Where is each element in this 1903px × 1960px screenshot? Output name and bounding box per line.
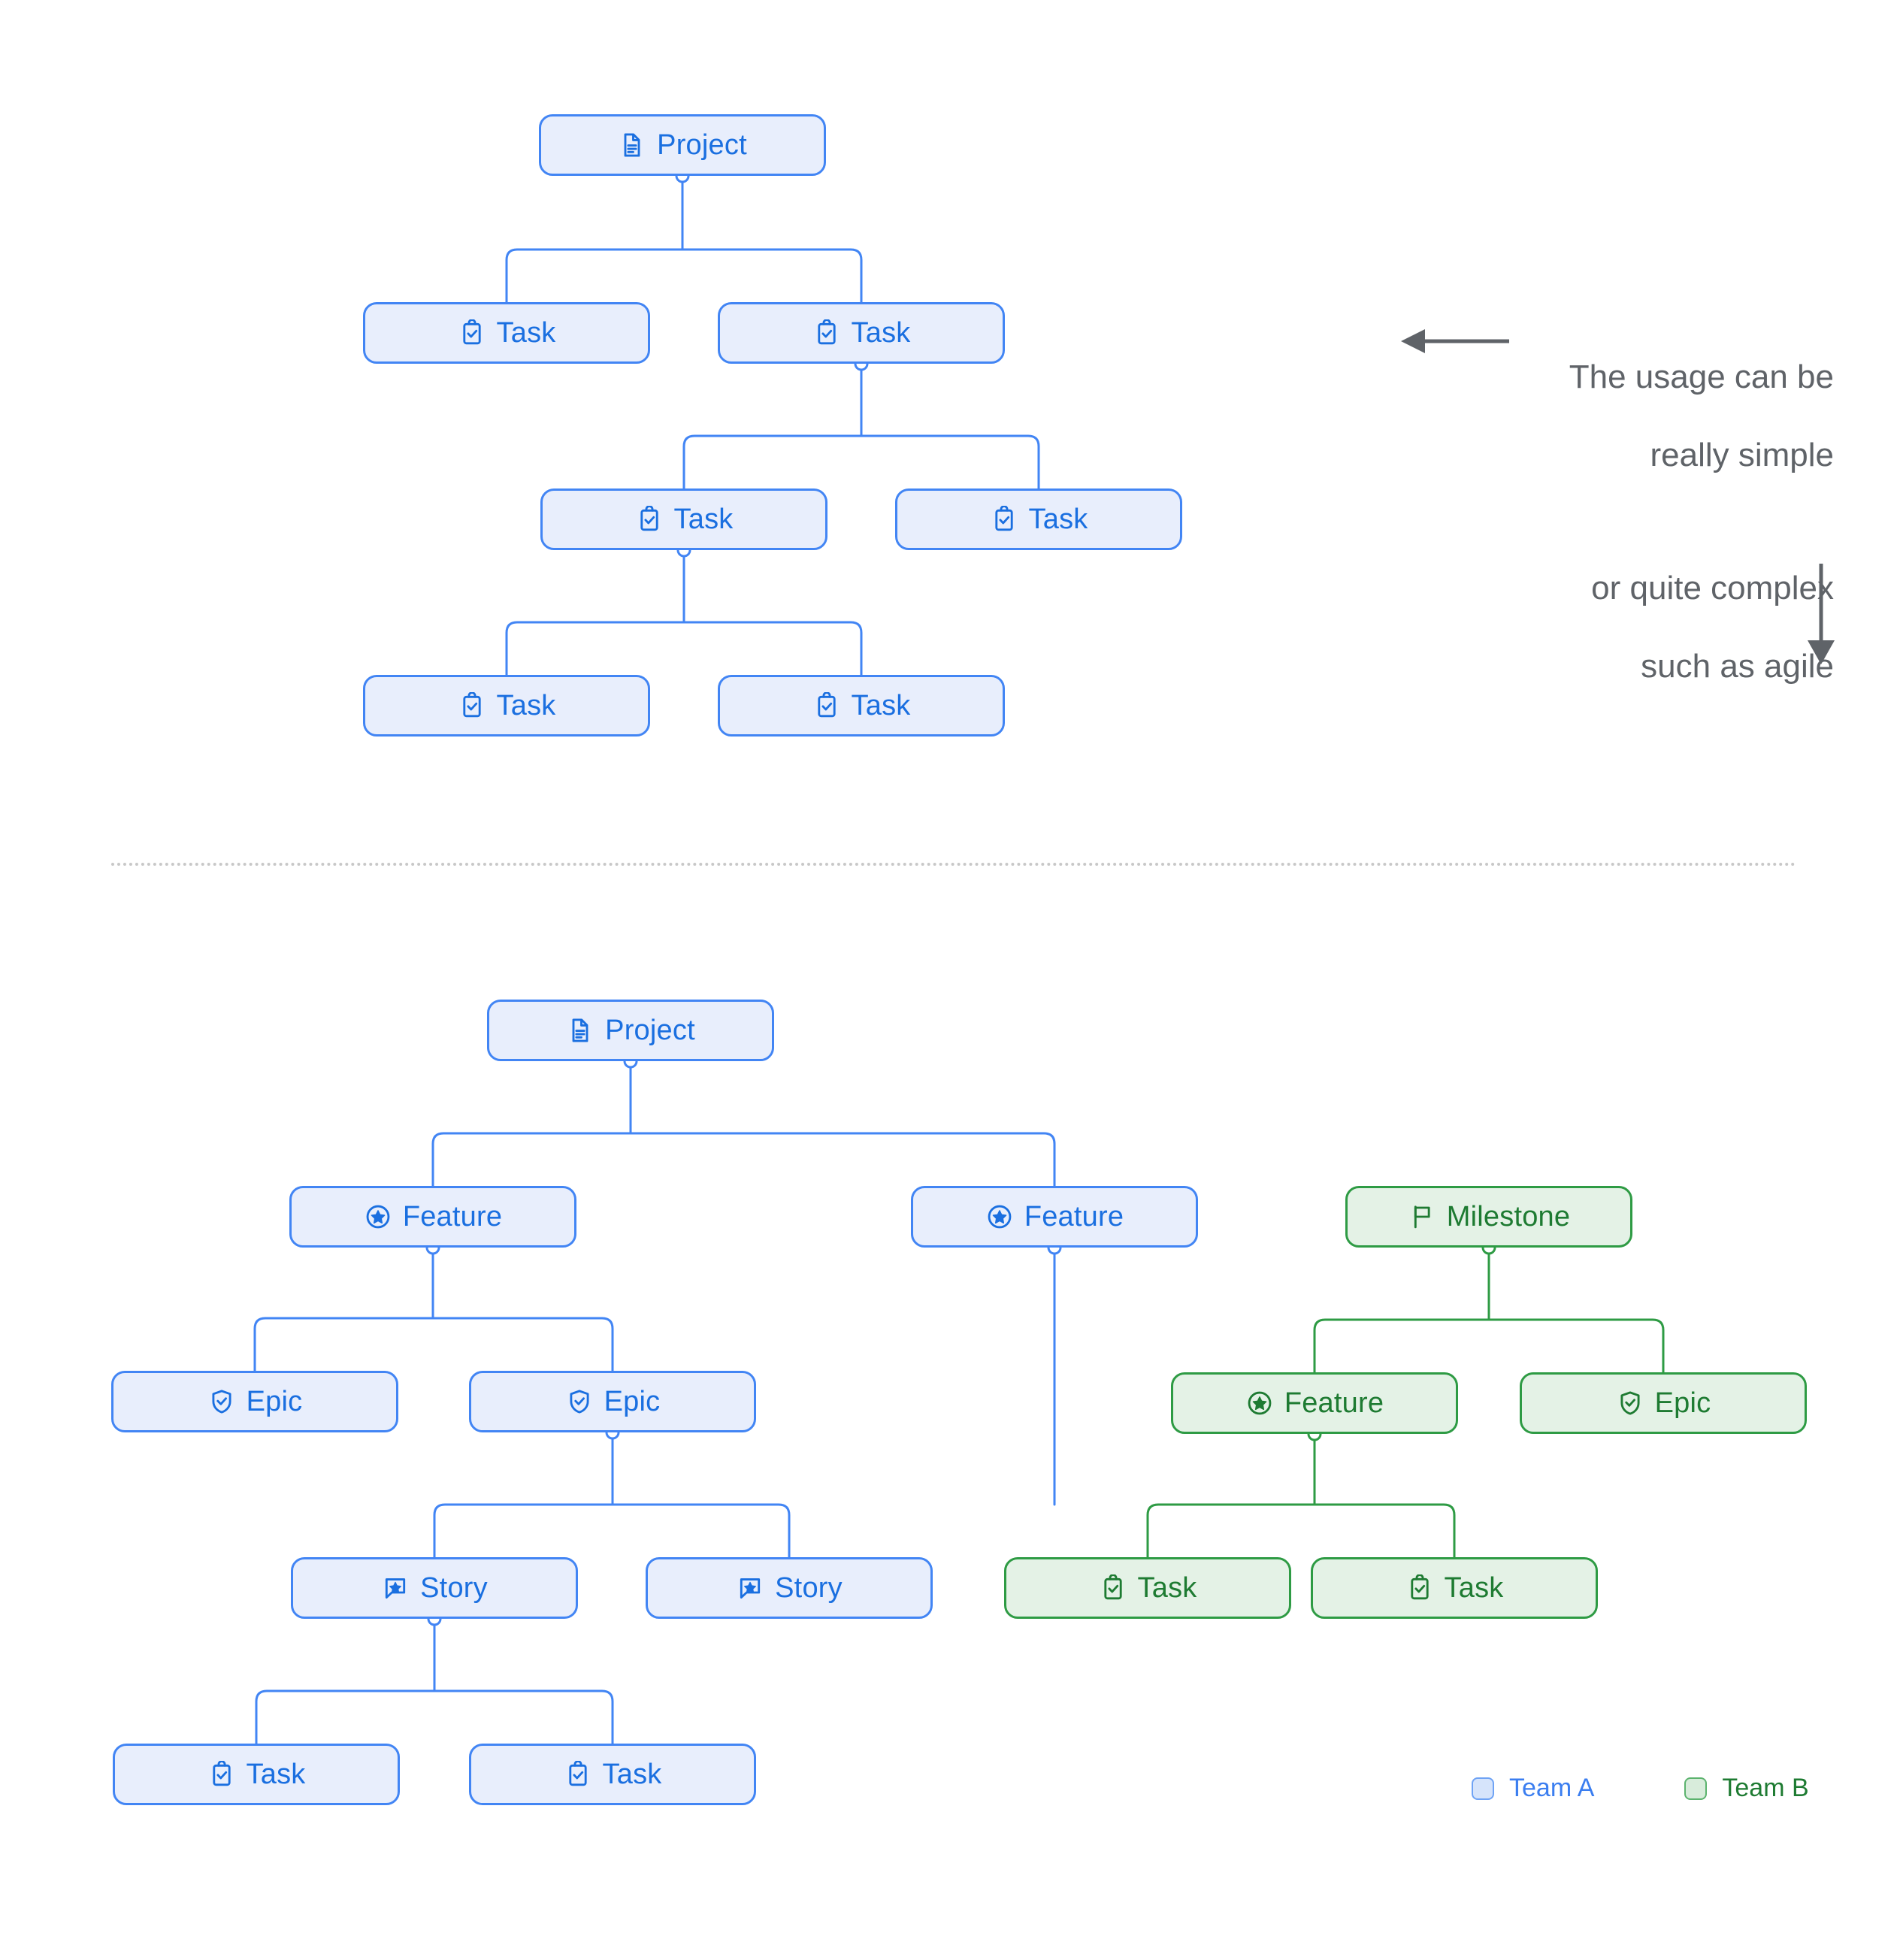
annotation-line-1: The usage can be [1569, 358, 1834, 395]
node-feature[interactable]: Feature [1171, 1372, 1458, 1434]
clipboard-check-icon [812, 691, 841, 720]
node-task[interactable]: Task [363, 302, 650, 364]
clipboard-check-icon [990, 505, 1018, 534]
node-story[interactable]: Story [646, 1557, 933, 1619]
shield-check-icon [1616, 1389, 1644, 1417]
arrow-down-icon [1808, 564, 1835, 664]
team-legend: Team A Team B [1472, 1774, 1809, 1803]
clipboard-check-icon [812, 319, 841, 347]
node-project[interactable]: Project [539, 114, 826, 176]
node-milestone[interactable]: Milestone [1345, 1186, 1632, 1248]
node-label: Feature [1024, 1201, 1124, 1233]
node-task[interactable]: Task [363, 675, 650, 737]
node-label: Story [775, 1572, 843, 1604]
connector-bus [1313, 1318, 1665, 1374]
node-epic[interactable]: Epic [469, 1371, 756, 1432]
annotation-line-2: really simple [1650, 436, 1834, 473]
star-circle-icon [364, 1202, 392, 1231]
clipboard-check-icon [1405, 1574, 1434, 1602]
connector-bus [682, 434, 1040, 490]
node-label: Feature [1284, 1387, 1384, 1419]
flag-icon [1408, 1202, 1436, 1231]
node-feature[interactable]: Feature [289, 1186, 576, 1248]
node-epic[interactable]: Epic [1520, 1372, 1807, 1434]
document-icon [618, 131, 646, 159]
star-circle-icon [1245, 1389, 1274, 1417]
node-label: Epic [1654, 1387, 1711, 1419]
node-label: Task [602, 1759, 662, 1790]
node-label: Feature [402, 1201, 503, 1233]
connector-bus [255, 1689, 614, 1745]
node-label: Story [420, 1572, 488, 1604]
node-task[interactable]: Task [113, 1744, 400, 1805]
legend-label: Team B [1722, 1774, 1809, 1802]
story-bubble-icon [736, 1574, 764, 1602]
node-label: Milestone [1446, 1201, 1571, 1233]
connector-bus [505, 248, 863, 304]
clipboard-check-icon [1099, 1574, 1127, 1602]
node-label: Task [496, 690, 556, 721]
node-label: Task [496, 317, 556, 349]
connector-bus [433, 1503, 791, 1559]
node-label: Task [673, 504, 734, 535]
connector-bus [431, 1132, 1056, 1187]
annotation-line-4: such as agile [1641, 648, 1834, 685]
node-project[interactable]: Project [487, 1000, 774, 1061]
connector-bus [1146, 1503, 1456, 1559]
star-circle-icon [985, 1202, 1014, 1231]
node-story[interactable]: Story [291, 1557, 578, 1619]
node-label: Task [851, 317, 911, 349]
node-task[interactable]: Task [895, 488, 1182, 550]
node-label: Epic [246, 1386, 303, 1417]
node-feature[interactable]: Feature [911, 1186, 1198, 1248]
node-task[interactable]: Task [718, 675, 1005, 737]
square-swatch-icon [1684, 1777, 1708, 1800]
clipboard-check-icon [564, 1760, 592, 1789]
node-task[interactable]: Task [469, 1744, 756, 1805]
legend-item-team-a: Team A [1472, 1774, 1594, 1803]
node-label: Project [605, 1015, 695, 1046]
node-label: Project [657, 129, 747, 161]
document-icon [566, 1016, 594, 1045]
annotation-block: The usage can be really simple or quite … [1496, 319, 1834, 725]
node-task[interactable]: Task [718, 302, 1005, 364]
node-task[interactable]: Task [1004, 1557, 1291, 1619]
clipboard-check-icon [458, 319, 486, 347]
node-label: Epic [604, 1386, 661, 1417]
node-label: Task [851, 690, 911, 721]
arrow-left-icon [1401, 329, 1509, 353]
annotation-line-3: or quite complex [1591, 570, 1834, 607]
node-label: Task [1028, 504, 1088, 535]
shield-check-icon [565, 1387, 594, 1416]
node-label: Task [1444, 1572, 1504, 1604]
square-swatch-icon [1472, 1777, 1494, 1800]
connector-bus [253, 1317, 614, 1372]
node-label: Task [1137, 1572, 1197, 1604]
section-divider [111, 863, 1796, 866]
story-bubble-icon [381, 1574, 410, 1602]
shield-check-icon [207, 1387, 236, 1416]
clipboard-check-icon [458, 691, 486, 720]
connector-bus [505, 621, 863, 676]
clipboard-check-icon [635, 505, 664, 534]
node-task[interactable]: Task [540, 488, 827, 550]
node-epic[interactable]: Epic [111, 1371, 398, 1432]
node-label: Task [246, 1759, 306, 1790]
legend-item-team-b: Team B [1684, 1774, 1809, 1803]
legend-label: Team A [1509, 1774, 1595, 1802]
clipboard-check-icon [207, 1760, 236, 1789]
node-task[interactable]: Task [1311, 1557, 1598, 1619]
